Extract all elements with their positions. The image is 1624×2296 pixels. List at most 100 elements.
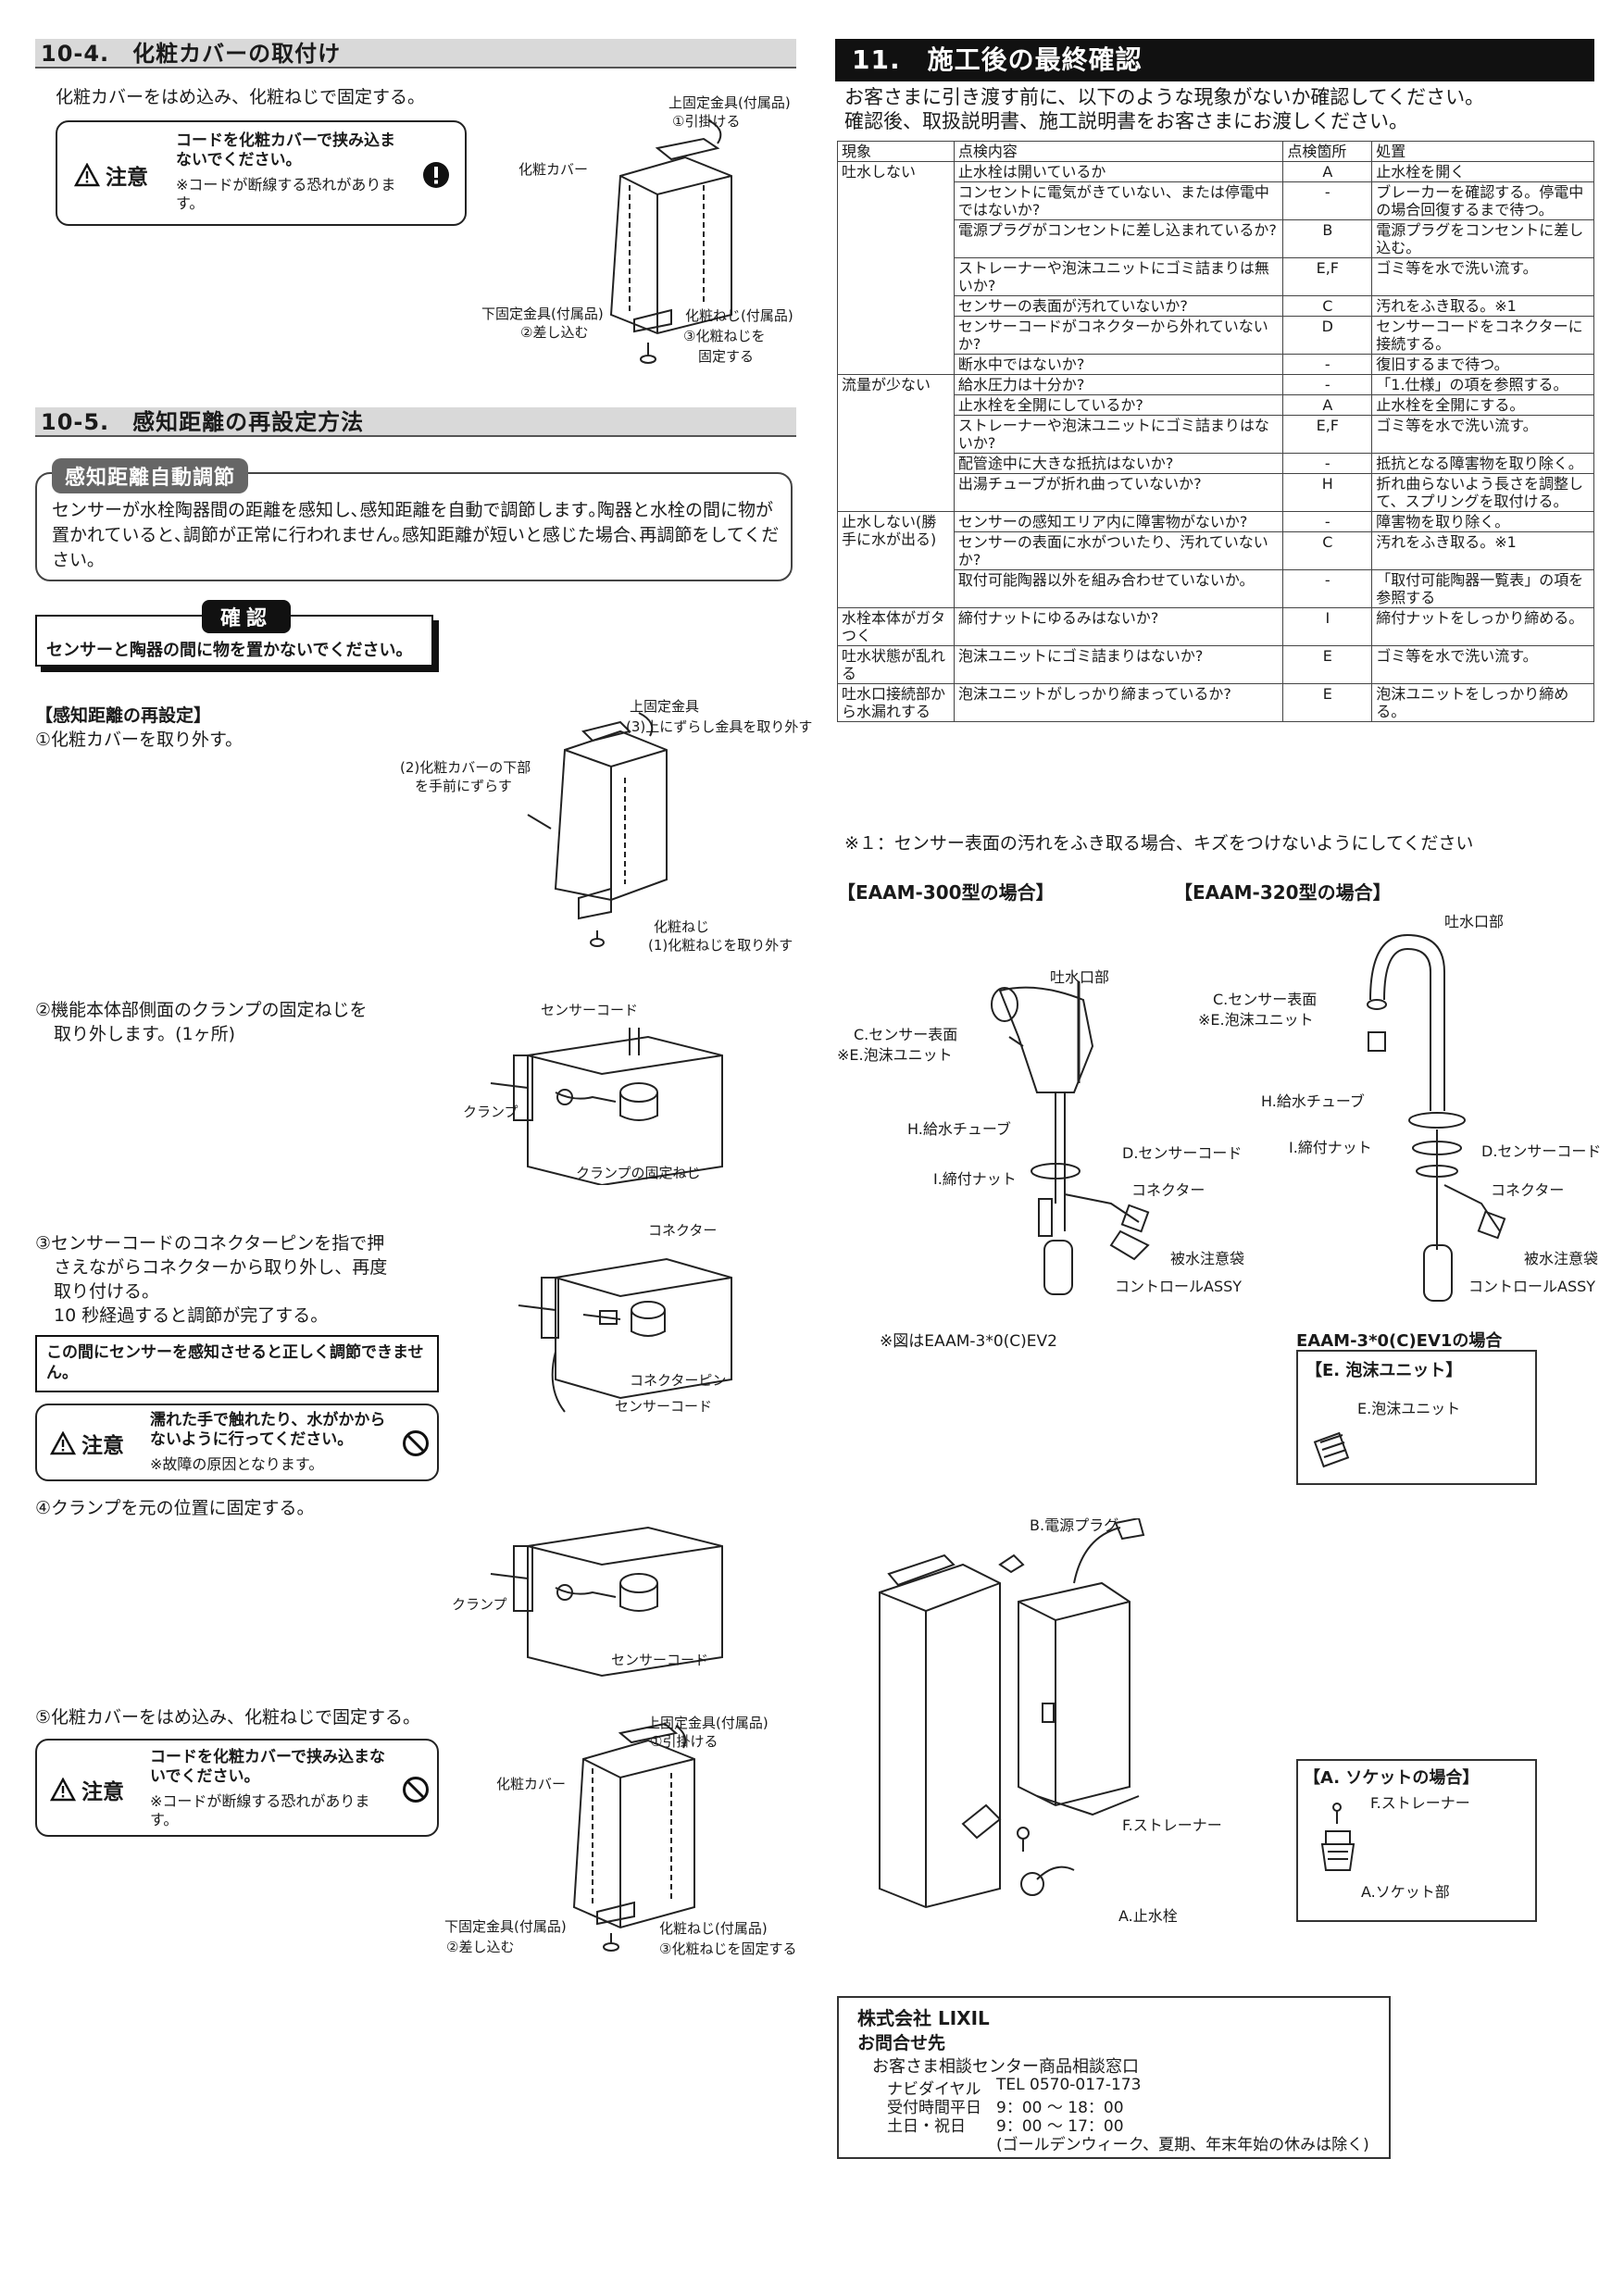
fig104-label: 上固定金具(付属品) [668,94,791,111]
check-item-cell: 給水圧力は十分か? [953,374,1284,395]
phenomenon-cell: 流量が少ない [837,374,955,512]
phenomenon-cell: 水栓本体がガタつく [837,607,955,646]
table-header-cell: 現象 [837,141,955,162]
contact-hours: 9：00 ～ 18：00 [996,2099,1124,2117]
caution-msg: コードを化粧カバーで挟み込まないでください。 [150,1748,385,1786]
caution-msg: 濡れた手で触れたり、水がかからないように行ってください。 [150,1411,386,1449]
check-point-cell: - [1282,374,1373,395]
check-item-cell: 配管途中に大きな抵抗はないか? [953,453,1284,474]
table-header-cell: 点検箇所 [1282,141,1373,162]
check-point-cell: - [1282,354,1373,375]
action-cell: 障害物を取り除く。 [1371,511,1594,532]
fig5-label: 化粧カバー [496,1776,567,1792]
fig104-label: 固定する [698,348,755,365]
ev1-box [1296,1350,1537,1485]
fig4-label: センサーコード [611,1652,709,1668]
caution-sub: ※故障の原因となります。 [150,1455,324,1473]
check-item-cell: 締付ナットにゆるみはないか? [953,607,1284,646]
fig5-label: 上固定金具(付属品) [646,1715,768,1731]
auto-adjust-pill: 感知距離自動調節 [52,458,249,493]
phenomenon-cell: 止水しない(勝手に水が出る) [837,511,955,608]
fig3-label: コネクター [648,1222,718,1239]
step-3a: ③センサーコードのコネクターピンを指で押 [35,1233,385,1254]
caution-box-2: 注意 濡れた手で触れたり、水がかからないように行ってください。 ※故障の原因とな… [35,1404,439,1481]
contact-navi: TEL 0570-017-173 [996,2076,1142,2094]
contact-box [837,1996,1391,2159]
action-cell: ブレーカーを確認する。停電中の場合回復するまで待つ。 [1371,181,1594,220]
check-point-cell: B [1282,219,1373,258]
check-item-cell: センサーの表面に水がついたり、汚れていないか? [953,531,1284,570]
check-point-cell: E,F [1282,415,1373,454]
check-item-cell: 出湯チューブが折れ曲っていないか? [953,473,1284,512]
action-cell: 止水栓を全開にする。 [1371,394,1594,416]
unit-label: F.ストレーナー [1122,1816,1222,1834]
fig104-label: 下固定金具(付属品) [481,306,604,322]
connector-figure [518,1257,732,1413]
ev1-box-title: 【E. 泡沫ユニット】 [1305,1361,1463,1380]
warning-triangle-icon [50,1431,76,1455]
check-point-cell: E [1282,645,1373,684]
auto-adjust-desc: センサーが水栓陶器間の距離を感知し､感知距離を自動で調節します｡陶器と水栓の間に… [52,500,780,570]
step-2a: ②機能本体部側面のクランプの固定ねじを [35,1000,368,1020]
fig1-label: (3)上にずらし金具を取り外す [626,718,813,735]
f320-label: ※E.泡沫ユニット [1198,1011,1314,1029]
f300-label: D.センサーコード [1122,1144,1243,1162]
f320-label: コネクター [1491,1181,1565,1199]
fig1-label: 上固定金具 [630,698,700,715]
action-cell: 電源プラグをコンセントに差し込む。 [1371,219,1594,258]
eaam320-figure [1367,933,1506,1302]
action-cell: 復旧するまで待つ。 [1371,354,1594,375]
fig5-label: 化粧ねじ(付属品) [659,1920,768,1937]
ev1-label: E.泡沫ユニット [1357,1400,1461,1417]
check-point-cell: - [1282,511,1373,532]
socket-label: A.ソケット部 [1361,1883,1450,1901]
caution-head: 注意 [74,159,148,191]
contact-holiday: (ゴールデンウィーク、夏期、年末年始の休みは除く) [996,2136,1369,2154]
socket-box [1296,1759,1537,1922]
socket-icon [1320,1803,1355,1871]
action-cell: 抵抗となる障害物を取り除く。 [1371,453,1594,474]
f300-label: 被水注意袋 [1170,1250,1245,1267]
step-4: ④クランプを元の位置に固定する。 [35,1498,315,1518]
f300-label: I.締付ナット [933,1170,1017,1188]
table-header-cell: 点検内容 [953,141,1284,162]
f320-label: H.給水チューブ [1261,1092,1365,1110]
f320-label: コントロールASSY [1468,1278,1596,1295]
fig3-label: センサーコード [615,1398,713,1415]
action-cell: ゴミ等を水で洗い流す。 [1371,415,1594,454]
action-cell: ゴミ等を水で洗い流す。 [1371,257,1594,296]
fig104-label: 化粧カバー [518,161,589,178]
f320-label: 被水注意袋 [1524,1250,1599,1267]
fig104-label: ③化粧ねじを [683,328,766,344]
f300-label: C.センサー表面 [854,1026,958,1043]
caution-msg: コードを化粧カバーで挟み込まないでください。 [176,131,395,169]
action-cell: 泡沫ユニットをしっかり締める。 [1371,683,1594,722]
contact-weekend-label: 土日・祝日 [887,2117,966,2136]
contact-navi-label: ナビダイヤル [887,2080,981,2099]
check-point-cell: C [1282,295,1373,317]
eaam300-title: 【EAAM-300型の場合】 [837,881,1055,904]
caution-sub: ※コードが断線する恐れがあります。 [150,1792,370,1828]
eaam320-title: 【EAAM-320型の場合】 [1174,881,1392,904]
check-item-cell: 断水中ではないか? [953,354,1284,375]
action-cell: 汚れをふき取る。※1 [1371,295,1594,317]
ev1-title: EAAM-3*0(C)EV1の場合 [1296,1331,1503,1351]
check-item-cell: 止水栓は開いているか [953,161,1284,182]
socket-label: F.ストレーナー [1370,1794,1470,1812]
check-item-cell: 泡沫ユニットがしっかり締まっているか? [953,683,1284,722]
fig1-label: (2)化粧カバーの下部 [400,759,531,776]
caution-head: 注意 [50,1774,124,1805]
fig1-label: (1)化粧ねじを取り外す [648,937,793,954]
kakunin-badge: 確認 [202,600,292,633]
table-row: 止水しない(勝手に水が出る)センサーの感知エリア内に障害物がないか?-障害物を取… [837,511,1594,608]
step-3c: 取り付ける。 [54,1281,160,1302]
auto-adjust-box [35,472,793,581]
check-point-cell: - [1282,181,1373,220]
